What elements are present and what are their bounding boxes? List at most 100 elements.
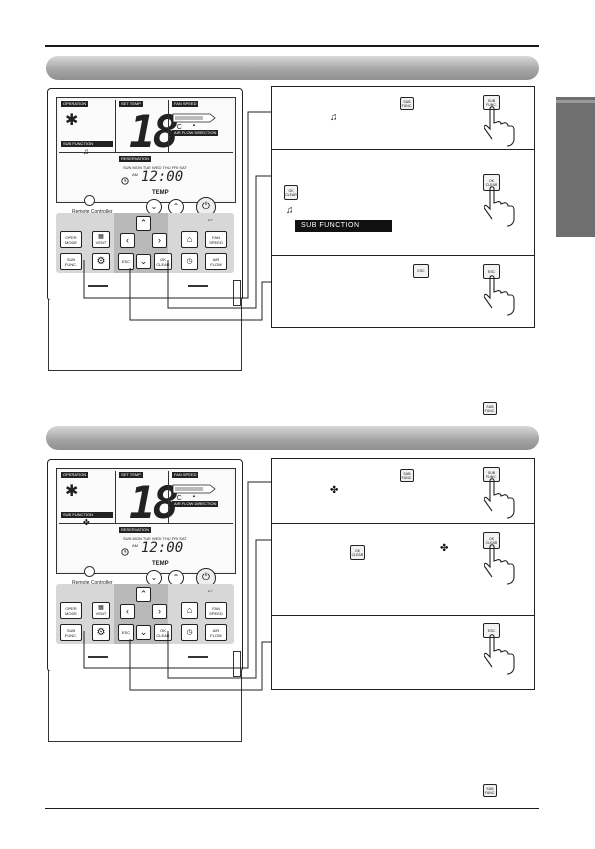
remote-controller-1: OPERATION ✱ SET TEMP 18 °C FAN SPEED ▲ A… bbox=[47, 88, 243, 301]
settings-gear-button[interactable]: ⚙ bbox=[92, 624, 110, 641]
indicator-light: ● ━ bbox=[208, 589, 213, 593]
plasma-bell-icon: ♫ bbox=[83, 147, 89, 156]
temp-unit: °C bbox=[174, 124, 182, 131]
nav-up-button[interactable]: ⌃ bbox=[136, 587, 151, 602]
esc-key-illustration: ESC bbox=[483, 264, 500, 279]
remote-stand-2 bbox=[48, 671, 242, 742]
timer-button[interactable]: ◷ bbox=[181, 624, 198, 641]
nav-up-button[interactable]: ⌃ bbox=[136, 216, 151, 231]
cooling-snowflake-icon: ✱ bbox=[65, 483, 79, 500]
vent-button[interactable]: ▦VENT bbox=[92, 231, 110, 248]
lcd-screen: OPERATION ✱ SET TEMP 18 °C FAN SPEED ▲ A… bbox=[56, 468, 236, 574]
pressing-hand-icon bbox=[483, 274, 518, 316]
reservation-tag: RESERVATION bbox=[119, 156, 152, 162]
nav-down-button[interactable]: ⌄ bbox=[136, 254, 151, 269]
clock-icon bbox=[121, 543, 129, 561]
temp-unit: °C bbox=[174, 495, 182, 502]
weekdays: SUN MON TUE WED THU FRI SAT bbox=[123, 165, 187, 170]
operation-tag: OPERATION bbox=[61, 101, 89, 107]
heater-icon: ✤ bbox=[83, 518, 90, 527]
nav-right-button[interactable]: › bbox=[152, 604, 167, 619]
fan-speed-tag: FAN SPEED bbox=[172, 472, 199, 478]
set-temperature: 18 bbox=[129, 107, 179, 158]
nav-right-button[interactable]: › bbox=[152, 233, 167, 248]
vent-button[interactable]: ▦VENT bbox=[92, 602, 110, 619]
lcd-screen: OPERATION ✱ SET TEMP 18 °C FAN SPEED ▲ A… bbox=[56, 97, 236, 203]
plasma-icon: ♫ bbox=[286, 205, 294, 216]
section-2-header-bar bbox=[46, 426, 539, 450]
sensor-window bbox=[84, 195, 95, 206]
operation-tag: OPERATION bbox=[61, 472, 89, 478]
fan-speed-arrow-icon bbox=[172, 110, 216, 123]
sub-function-tag: SUB FUNCTION bbox=[61, 512, 113, 518]
heater-icon: ✤ bbox=[440, 543, 449, 554]
remote-stand-1 bbox=[48, 300, 242, 371]
home-button[interactable]: ⌂ bbox=[181, 231, 198, 248]
heater-icon: ✤ bbox=[330, 485, 339, 496]
bottom-rule bbox=[45, 808, 539, 809]
pressing-hand-icon bbox=[483, 633, 518, 675]
esc-key-inline: ESC bbox=[413, 264, 429, 278]
home-button[interactable]: ⌂ bbox=[181, 602, 198, 619]
top-rule bbox=[45, 45, 539, 47]
weekdays: SUN MON TUE WED THU FRI SAT bbox=[123, 536, 187, 541]
clock-icon bbox=[121, 172, 129, 190]
set-temp-tag: SET TEMP bbox=[119, 472, 143, 478]
timer-button[interactable]: ◷ bbox=[181, 253, 198, 270]
section-1-header-bar bbox=[46, 56, 539, 80]
remote-label: Remote Controller bbox=[72, 580, 113, 586]
esc-button[interactable]: ESC bbox=[118, 624, 134, 641]
remote-controller-2: OPERATION ✱ SET TEMP 18 °C FAN SPEED ▲ A… bbox=[47, 459, 243, 672]
remote-label: Remote Controller bbox=[72, 209, 113, 215]
nav-left-button[interactable]: ‹ bbox=[120, 233, 135, 248]
settings-gear-button[interactable]: ⚙ bbox=[92, 253, 110, 270]
esc-button[interactable]: ESC bbox=[118, 253, 134, 270]
cooling-snowflake-icon: ✱ bbox=[65, 112, 79, 129]
air-flow-tag: AIR FLOW DIRECTION bbox=[172, 130, 219, 136]
pressing-hand-icon bbox=[483, 105, 518, 147]
plasma-icon: ♫ bbox=[330, 112, 338, 123]
sensor-window bbox=[84, 566, 95, 577]
indicator-light: ● ━ bbox=[208, 218, 213, 222]
am-indicator: AM bbox=[132, 172, 138, 177]
sub-function-banner: SUB FUNCTION bbox=[295, 220, 392, 232]
nav-down-button[interactable]: ⌄ bbox=[136, 625, 151, 640]
pressing-hand-icon bbox=[483, 543, 518, 585]
chapter-tab-notch bbox=[556, 100, 595, 103]
pressing-hand-icon bbox=[483, 477, 518, 519]
air-flow-tag: AIR FLOW DIRECTION bbox=[172, 501, 219, 507]
esc-key-illustration: ESC bbox=[483, 623, 500, 638]
temp-label: TEMP bbox=[152, 190, 169, 196]
reservation-time: 12:00 bbox=[141, 169, 184, 185]
nav-left-button[interactable]: ‹ bbox=[120, 604, 135, 619]
fan-speed-arrow-icon bbox=[172, 481, 216, 494]
fan-speed-tag: FAN SPEED bbox=[172, 101, 199, 107]
pressing-hand-icon bbox=[483, 185, 518, 227]
reservation-tag: RESERVATION bbox=[119, 527, 152, 533]
chapter-tab bbox=[556, 97, 595, 237]
set-temperature: 18 bbox=[129, 478, 179, 529]
temp-down-button[interactable]: ⌄ bbox=[146, 199, 162, 215]
temp-label: TEMP bbox=[152, 561, 169, 567]
